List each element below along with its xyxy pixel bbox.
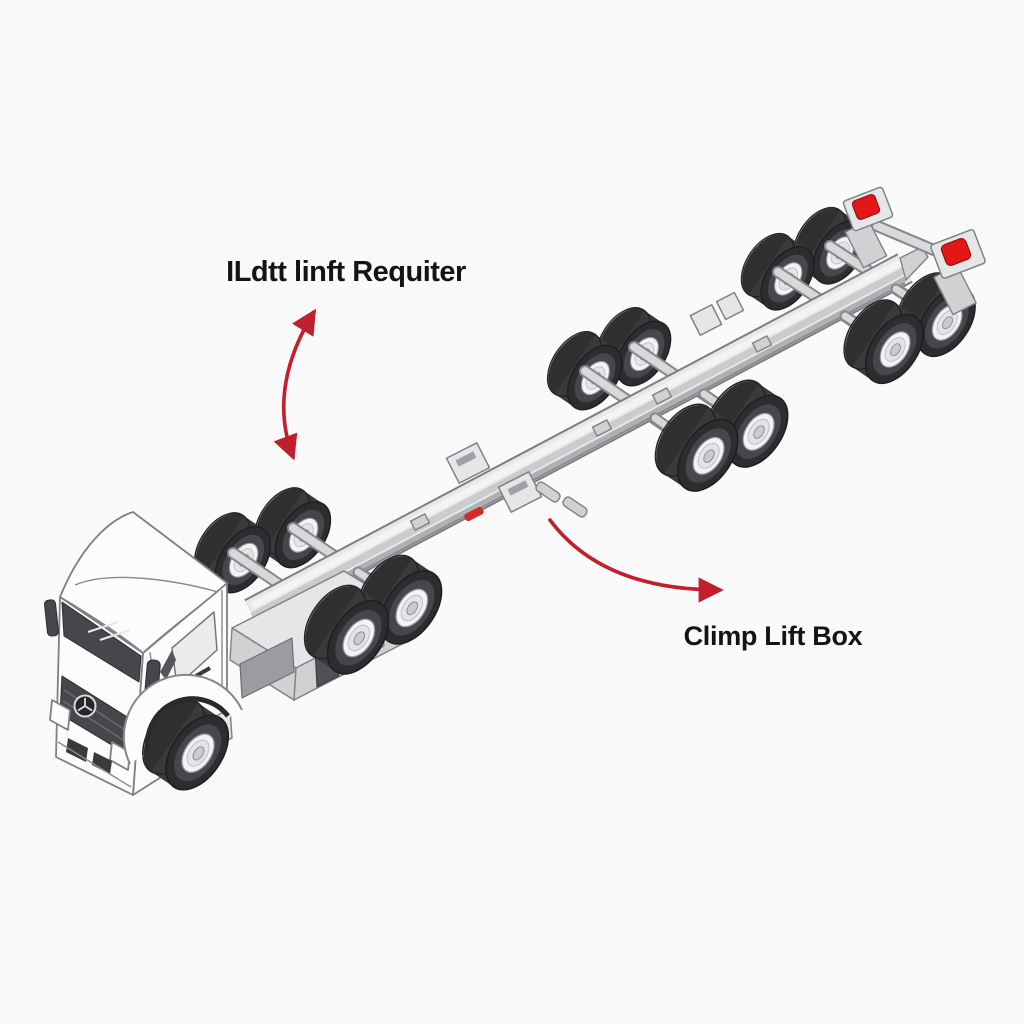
rear-crossbar (842, 186, 986, 316)
wheel-arch-outline (122, 673, 243, 765)
wheel-arch (123, 674, 243, 764)
brand-logo-icon (73, 694, 97, 718)
rail-hangers (409, 335, 773, 531)
left-arrow (273, 308, 316, 461)
door-window (171, 611, 218, 687)
reflector-right (930, 229, 986, 316)
roof-visor-line (74, 576, 219, 593)
label-left: ILdtt linft Requiter (226, 256, 466, 288)
door-handle (195, 666, 211, 678)
headlight-left (49, 699, 71, 731)
label-right: Climp Lift Box (684, 621, 863, 651)
right-arrow (548, 518, 724, 603)
wheel-arch-shadow (145, 696, 230, 751)
bumper-vent (66, 738, 88, 762)
front-wheel-group (122, 673, 243, 802)
rail-brackets (445, 291, 745, 518)
chassis-rail (244, 246, 929, 630)
cab-roof (59, 511, 228, 654)
vent-window (160, 650, 176, 680)
rail-end-bracket (899, 246, 929, 281)
far-mirror-icon (44, 599, 59, 637)
windshield (61, 601, 142, 683)
bumper-vent (92, 752, 112, 774)
bumper-lip (57, 741, 132, 788)
wiper-icon (87, 620, 131, 642)
red-reflector (940, 238, 972, 266)
red-reflector (851, 194, 881, 220)
rail-marker (464, 506, 484, 522)
reflector-left (842, 186, 894, 269)
